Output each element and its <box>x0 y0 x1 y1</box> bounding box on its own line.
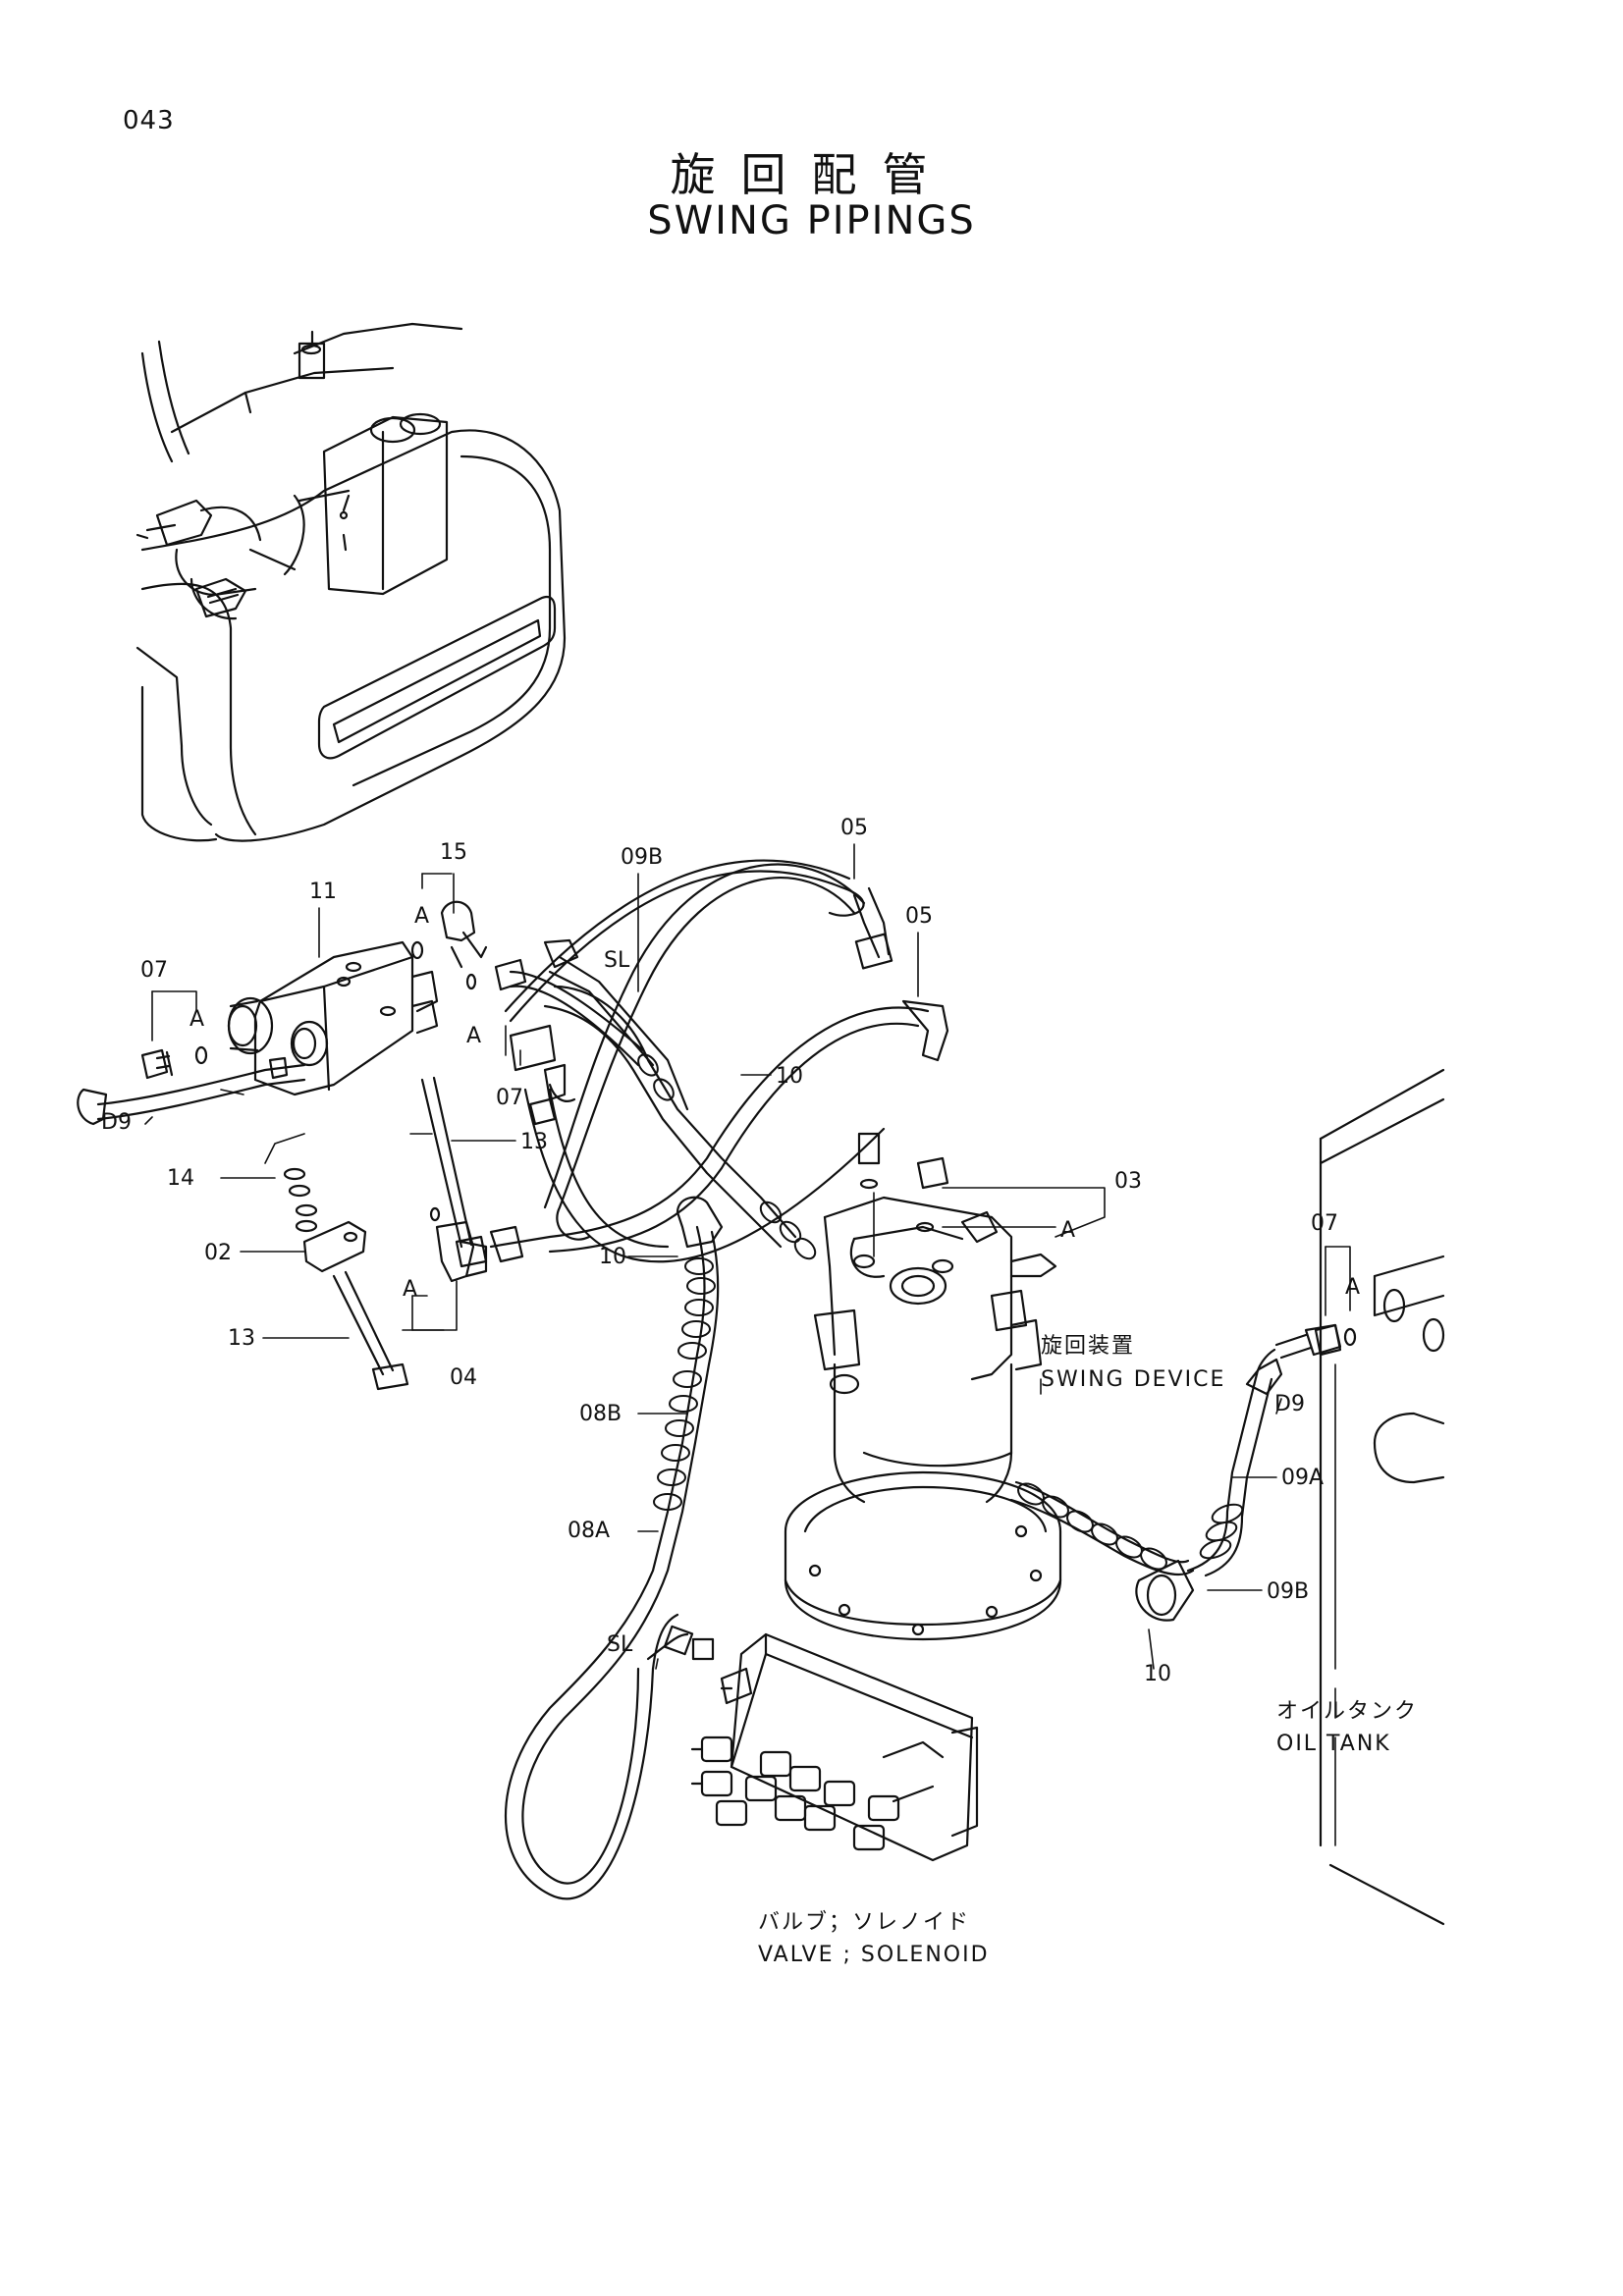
a-label-3: A <box>466 1024 481 1048</box>
callout-14: 14 <box>167 1166 194 1191</box>
sl-label-upper: SL <box>604 948 630 973</box>
callout-02: 02 <box>204 1241 232 1265</box>
leader-lines <box>144 843 1351 1846</box>
a-label-2: A <box>189 1007 204 1032</box>
oil-tank <box>1319 1068 1445 1926</box>
d9-label-left: D9 <box>101 1110 132 1135</box>
a-label-4: A <box>1060 1218 1075 1243</box>
title-english: SWING PIPINGS <box>647 198 976 243</box>
callout-08a: 08A <box>568 1519 610 1543</box>
valve-caption-en: VALVE ; SOLENOID <box>758 1943 990 1967</box>
fittings <box>140 900 1357 1391</box>
swing-device-caption-en: SWING DEVICE <box>1041 1367 1225 1392</box>
callout-03: 03 <box>1114 1169 1142 1194</box>
swing-hoses <box>77 859 1342 1900</box>
callout-10-middle: 10 <box>599 1245 626 1269</box>
oil-tank-caption-en: OIL TANK <box>1276 1732 1391 1756</box>
callout-10-lower: 10 <box>1144 1662 1171 1686</box>
swing-device-caption-jp: 旋回装置 <box>1041 1334 1135 1359</box>
d9-label-right: D9 <box>1274 1392 1305 1416</box>
callout-07-right: 07 <box>1311 1211 1338 1236</box>
callout-10-upper: 10 <box>776 1064 803 1089</box>
distribution-block <box>227 940 439 1096</box>
callout-05-upper: 05 <box>840 816 868 840</box>
a-label-1: A <box>414 904 429 929</box>
callout-11: 11 <box>309 880 337 904</box>
solenoid-valve <box>690 1632 979 1862</box>
callout-15: 15 <box>440 840 467 865</box>
callout-04: 04 <box>450 1365 477 1390</box>
a-label-5: A <box>403 1277 417 1302</box>
page-number: 043 <box>123 106 175 135</box>
callout-09a: 09A <box>1281 1466 1324 1490</box>
callout-07-left: 07 <box>140 958 168 983</box>
sl-label-lower: SL <box>607 1632 633 1657</box>
oil-tank-caption-jp: オイルタンク <box>1276 1699 1418 1724</box>
callout-08b: 08B <box>579 1402 622 1426</box>
machine-overview <box>135 322 567 842</box>
callout-07-middle: 07 <box>496 1086 523 1110</box>
swing-device <box>784 1196 1062 1641</box>
callout-09b-right: 09B <box>1267 1579 1309 1604</box>
callout-09b-top: 09B <box>621 845 663 870</box>
valve-caption-jp: バルブ；ソレノイド <box>758 1910 970 1935</box>
a-label-6: A <box>1345 1275 1360 1300</box>
callout-13-lower: 13 <box>228 1326 255 1351</box>
callout-labels: 15 11 07 09B 05 05 SL A A A 07 10 D9 13 … <box>101 816 1418 1967</box>
title-japanese: 旋回配管 <box>670 148 953 201</box>
callout-13-upper: 13 <box>520 1130 548 1154</box>
callout-05-lower: 05 <box>905 904 933 929</box>
